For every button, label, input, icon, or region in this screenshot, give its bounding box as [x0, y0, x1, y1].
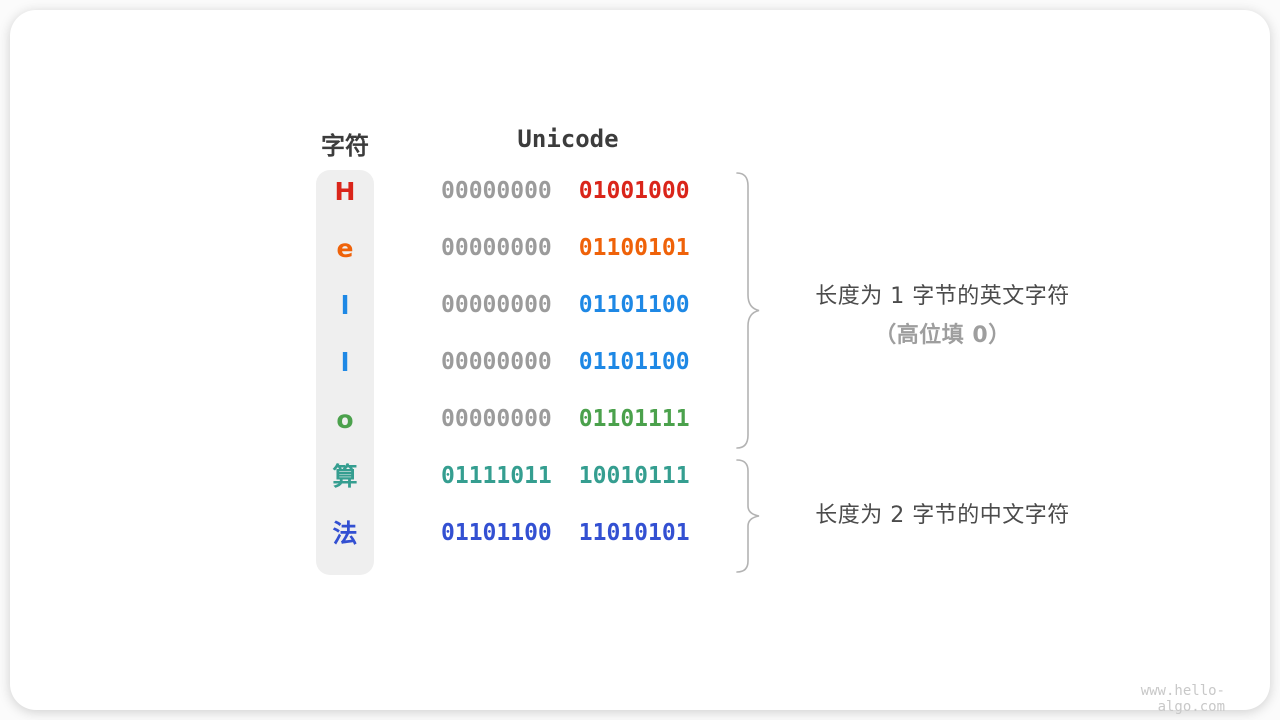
byte-high: 00000000: [441, 349, 552, 375]
byte-low: 01001000: [578, 178, 690, 204]
table-row: o 00000000 01101111: [316, 391, 736, 448]
character-cell: H: [334, 177, 356, 206]
unicode-bytes: 01101100 11010101: [441, 505, 690, 562]
diagram-card: 字符 Unicode H 00000000 01001000 e 00000000…: [10, 10, 1270, 715]
unicode-bytes: 00000000 01101111: [441, 391, 690, 448]
byte-high: 01101100: [441, 520, 552, 546]
byte-high: 00000000: [441, 292, 552, 318]
unicode-bytes: 00000000 01001000: [441, 163, 690, 220]
byte-low: 01100101: [578, 235, 690, 261]
character-cell: 算: [332, 462, 358, 491]
table-row: H 00000000 01001000: [316, 163, 736, 220]
unicode-bytes: 00000000 01101100: [441, 277, 690, 334]
annotation-chinese-chars: 长度为 2 字节的中文字符: [815, 503, 1070, 528]
column-header-unicode: Unicode: [517, 125, 619, 153]
brace-group-chinese: [736, 459, 760, 573]
annotation-high-bits-zero: （高位填 0）: [874, 323, 1011, 348]
brace-group-english: [736, 172, 760, 449]
byte-high: 01111011: [441, 463, 552, 489]
table-row: l 00000000 01101100: [316, 277, 736, 334]
watermark-url: www.hello-algo.com: [1140, 683, 1225, 715]
unicode-bytes: 00000000 01101100: [441, 334, 690, 391]
character-cell: o: [336, 405, 354, 434]
table-row: e 00000000 01100101: [316, 220, 736, 277]
character-cell: l: [340, 291, 350, 320]
byte-high: 00000000: [441, 235, 552, 261]
byte-low: 01101100: [578, 292, 690, 318]
character-cell: 法: [332, 519, 358, 548]
annotation-english-chars: 长度为 1 字节的英文字符: [815, 284, 1070, 309]
byte-high: 00000000: [441, 406, 552, 432]
unicode-bytes: 00000000 01100101: [441, 220, 690, 277]
character-cell: l: [340, 348, 350, 377]
byte-high: 00000000: [441, 178, 552, 204]
unicode-bytes: 01111011 10010111: [441, 448, 690, 505]
table-row: 法 01101100 11010101: [316, 505, 736, 562]
column-header-character: 字符: [321, 132, 369, 160]
character-column-background: [316, 170, 374, 575]
table-row: 算 01111011 10010111: [316, 448, 736, 505]
byte-low: 01101111: [578, 406, 690, 432]
byte-low: 11010101: [578, 520, 690, 546]
byte-low: 10010111: [578, 463, 690, 489]
character-cell: e: [336, 234, 354, 263]
table-row: l 00000000 01101100: [316, 334, 736, 391]
byte-low: 01101100: [578, 349, 690, 375]
